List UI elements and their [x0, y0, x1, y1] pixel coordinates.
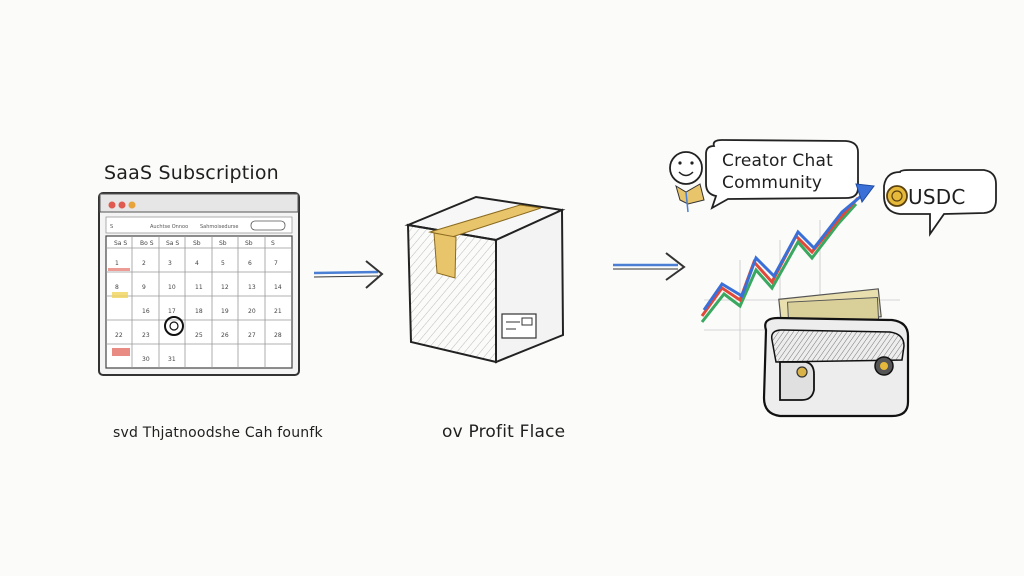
- svg-text:5: 5: [221, 260, 225, 267]
- left-caption: svd Thjatnoodshe Cah founfk: [113, 425, 323, 441]
- svg-text:Sb: Sb: [219, 240, 227, 247]
- svg-text:7: 7: [274, 260, 278, 267]
- smiley-icon: [669, 151, 705, 213]
- svg-text:21: 21: [274, 308, 282, 315]
- svg-text:2: 2: [142, 260, 146, 267]
- svg-text:13: 13: [248, 284, 256, 291]
- chat-bubble: [705, 139, 859, 210]
- calendar-window-icon: S Auchtse Onnoo Sahmoisedurse Sa S Bo S Sa…: [98, 192, 300, 376]
- svg-text:4: 4: [195, 260, 199, 267]
- svg-text:Bo S: Bo S: [140, 240, 154, 247]
- left-title: SaaS Subscription: [104, 162, 279, 184]
- coin-icon: [886, 185, 908, 207]
- svg-text:14: 14: [274, 284, 282, 291]
- svg-text:26: 26: [221, 332, 229, 339]
- svg-text:11: 11: [195, 284, 203, 291]
- wallet-icon: [762, 288, 910, 418]
- middle-caption: ov Profit Flace: [442, 422, 565, 442]
- flow-arrow-2: [613, 252, 686, 281]
- svg-text:12: 12: [221, 284, 229, 291]
- chat-line-2: Community: [722, 173, 822, 193]
- svg-text:27: 27: [248, 332, 256, 339]
- svg-text:30: 30: [142, 356, 150, 363]
- svg-text:25: 25: [195, 332, 203, 339]
- svg-text:1: 1: [115, 260, 119, 267]
- svg-text:9: 9: [142, 284, 146, 291]
- svg-text:Sa S: Sa S: [114, 240, 127, 247]
- coin-bubble: [883, 169, 997, 237]
- svg-text:22: 22: [115, 332, 123, 339]
- svg-text:Sa S: Sa S: [166, 240, 179, 247]
- svg-text:23: 23: [142, 332, 150, 339]
- svg-text:Auchtse Onnoo: Auchtse Onnoo: [150, 224, 188, 230]
- svg-text:S: S: [271, 240, 275, 247]
- svg-text:19: 19: [221, 308, 229, 315]
- svg-text:10: 10: [168, 284, 176, 291]
- svg-text:6: 6: [248, 260, 252, 267]
- svg-text:Sb: Sb: [193, 240, 201, 247]
- svg-text:20: 20: [248, 308, 256, 315]
- svg-text:16: 16: [142, 308, 150, 315]
- flow-arrow-1: [313, 260, 384, 289]
- svg-text:31: 31: [168, 356, 176, 363]
- svg-text:8: 8: [115, 284, 119, 291]
- svg-text:Sb: Sb: [245, 240, 253, 247]
- chat-line-1: Creator Chat: [722, 151, 833, 171]
- box-icon: [404, 195, 566, 364]
- svg-text:28: 28: [274, 332, 282, 339]
- coin-label: USDC: [908, 185, 966, 209]
- svg-text:Sahmoisedurse: Sahmoisedurse: [200, 224, 239, 230]
- svg-text:17: 17: [168, 308, 176, 315]
- svg-text:3: 3: [168, 260, 172, 267]
- svg-text:S: S: [110, 224, 113, 230]
- svg-text:18: 18: [195, 308, 203, 315]
